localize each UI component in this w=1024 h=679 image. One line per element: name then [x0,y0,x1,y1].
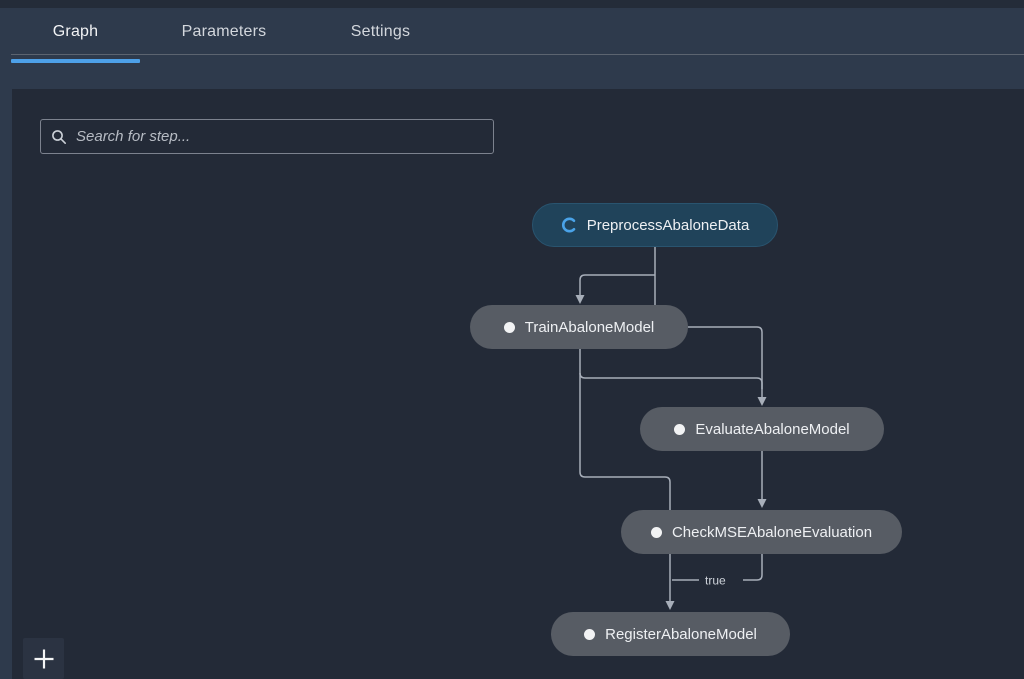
graph-node-train-abalone-model[interactable]: TrainAbaloneModel [470,305,688,349]
tab-settings-label: Settings [350,22,411,40]
spinner-icon [561,217,575,233]
dot-icon [650,526,662,538]
step-search-box [40,119,494,154]
tab-parameters-label: Parameters [181,22,267,40]
node-label: RegisterAbaloneModel [605,625,757,643]
search-input[interactable] [76,120,483,153]
tab-parameters[interactable]: Parameters [140,8,308,55]
node-label: EvaluateAbaloneModel [695,420,850,438]
tab-settings[interactable]: Settings [308,8,453,55]
graph-node-check-mse-abalone-evaluation[interactable]: CheckMSEAbaloneEvaluation [621,510,902,554]
node-label: CheckMSEAbaloneEvaluation [671,523,873,541]
node-label: PreprocessAbaloneData [586,216,750,234]
tab-graph-label: Graph [52,22,99,40]
graph-node-evaluate-abalone-model[interactable]: EvaluateAbaloneModel [640,407,884,451]
node-label: TrainAbaloneModel [524,318,655,336]
tab-bar: Graph Parameters Settings [11,8,1024,63]
dot-icon [674,423,686,435]
graph-node-register-abalone-model[interactable]: RegisterAbaloneModel [551,612,790,656]
pipeline-edges: true [575,247,767,610]
pipeline-graph-canvas[interactable]: true PreprocessAbaloneData TrainAbaloneM… [12,89,1024,679]
dot-icon [584,628,596,640]
tab-graph[interactable]: Graph [11,8,140,63]
tab-bar-divider [11,54,1024,55]
edge-condition-label: true [705,574,726,588]
window-top-strip [0,0,1024,8]
plus-icon [34,649,53,668]
search-icon [52,129,66,144]
dot-icon [503,321,515,333]
zoom-in-button[interactable] [23,638,64,679]
graph-node-preprocess-abalone-data[interactable]: PreprocessAbaloneData [532,203,778,247]
